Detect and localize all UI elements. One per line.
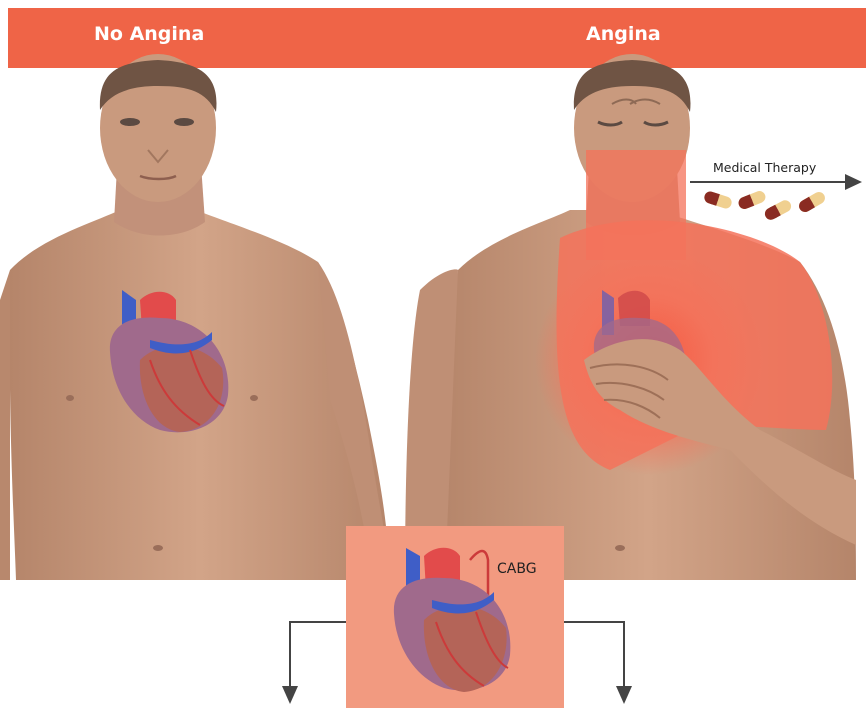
medical-therapy-label: Medical Therapy	[713, 160, 816, 175]
left-down-arrow	[282, 622, 346, 704]
cabg-label: CABG	[497, 561, 537, 577]
arrow-down-icon	[616, 686, 632, 704]
capsule-pill-icon	[797, 190, 827, 214]
arrow-right-icon	[845, 174, 862, 190]
right-down-arrow	[564, 622, 632, 704]
arrow-down-icon	[282, 686, 298, 704]
capsule-pill-icon	[763, 198, 793, 222]
medical-therapy-arrow	[690, 174, 862, 190]
capsule-pill-icon	[703, 190, 733, 210]
male-torso-icon	[0, 54, 392, 580]
capsule-pill-icon	[737, 189, 767, 211]
no-angina-figure	[0, 54, 392, 580]
angina-figure	[405, 54, 856, 580]
